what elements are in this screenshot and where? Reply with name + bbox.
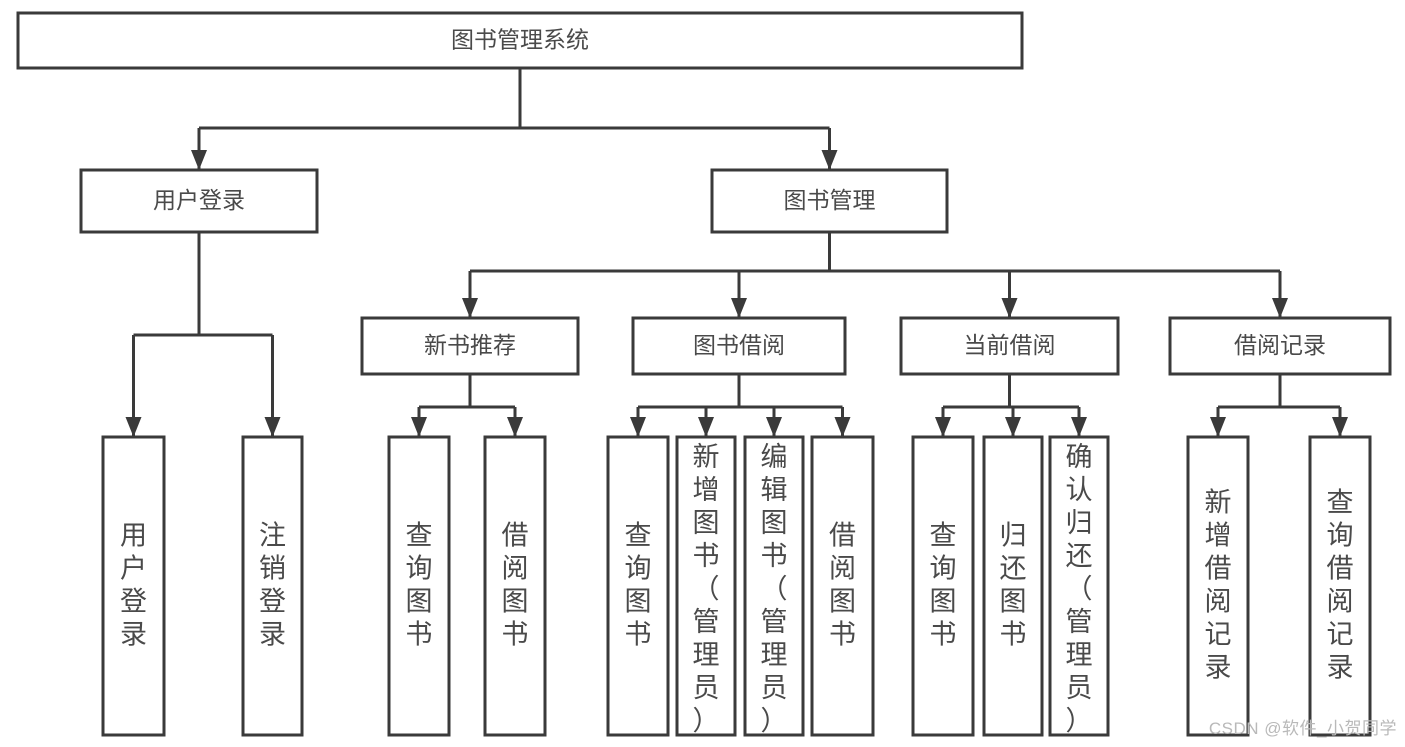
node-box xyxy=(710,168,949,234)
node-label: 查询图书 xyxy=(625,521,652,650)
arrow-head-icon xyxy=(411,417,427,437)
arrow-head-icon xyxy=(834,417,851,437)
node-box xyxy=(899,316,1120,376)
arrow-head-icon xyxy=(1210,417,1226,437)
node-box xyxy=(1186,435,1250,737)
node-leaf_cur3[interactable]: 确认归还（管理员） xyxy=(1048,435,1110,737)
node-label: 借阅图书 xyxy=(502,521,529,650)
arrow-head-icon xyxy=(731,298,747,318)
node-label: 新增借阅记录 xyxy=(1205,488,1232,683)
node-box xyxy=(631,316,847,376)
node-label: 查询图书 xyxy=(930,521,957,650)
node-login[interactable]: 用户登录 xyxy=(79,168,319,234)
node-leaf_bor2[interactable]: 新增图书（管理员） xyxy=(675,435,737,737)
node-box xyxy=(483,435,547,737)
node-label: 用户登录 xyxy=(120,521,147,650)
node-label: 图书管理 xyxy=(784,187,876,213)
node-box xyxy=(1048,435,1110,737)
node-box xyxy=(743,435,805,737)
arrow-head-icon xyxy=(507,417,523,437)
node-box xyxy=(810,435,875,737)
node-box xyxy=(360,316,580,376)
node-box xyxy=(911,435,975,737)
node-leaf_rec1[interactable]: 新增借阅记录 xyxy=(1186,435,1250,737)
node-label: 确认归还（管理员） xyxy=(1066,442,1093,736)
node-box xyxy=(16,11,1024,70)
node-box xyxy=(1168,316,1392,376)
node-box xyxy=(387,435,451,737)
node-label: 编辑图书（管理员） xyxy=(761,442,788,736)
node-box xyxy=(79,168,319,234)
node-label: 新书推荐 xyxy=(424,332,516,358)
node-leaf_new1[interactable]: 查询图书 xyxy=(387,435,451,737)
node-newbook[interactable]: 新书推荐 xyxy=(360,316,580,376)
arrow-head-icon xyxy=(630,417,646,437)
node-label: 借阅图书 xyxy=(829,521,856,650)
node-label: 图书借阅 xyxy=(693,332,785,358)
node-leaf_cur1[interactable]: 查询图书 xyxy=(911,435,975,737)
arrow-head-icon xyxy=(462,298,478,318)
node-leaf_new2[interactable]: 借阅图书 xyxy=(483,435,547,737)
arrow-head-icon xyxy=(821,150,838,170)
diagram-nodes: 图书管理系统用户登录图书管理新书推荐图书借阅当前借阅借阅记录用户登录注销登录查询… xyxy=(16,11,1392,737)
node-label: 用户登录 xyxy=(153,187,245,213)
node-current[interactable]: 当前借阅 xyxy=(899,316,1120,376)
node-label: 查询图书 xyxy=(406,521,433,650)
node-box xyxy=(982,435,1044,737)
node-borrow[interactable]: 图书借阅 xyxy=(631,316,847,376)
node-label: 图书管理系统 xyxy=(451,27,589,53)
node-bookmgmt[interactable]: 图书管理 xyxy=(710,168,949,234)
node-box xyxy=(241,435,304,737)
arrow-head-icon xyxy=(766,417,782,437)
csdn-watermark: CSDN @软件_小贺同学 xyxy=(1208,719,1397,738)
node-label: 当前借阅 xyxy=(964,332,1056,358)
arrow-head-icon xyxy=(264,417,281,437)
arrow-head-icon xyxy=(698,417,714,437)
node-leaf_bor3[interactable]: 编辑图书（管理员） xyxy=(743,435,805,737)
arrow-head-icon xyxy=(1001,298,1018,318)
arrow-head-icon xyxy=(191,150,207,170)
connector-edges xyxy=(125,68,1348,437)
arrow-head-icon xyxy=(1071,417,1087,437)
node-label: 借阅记录 xyxy=(1234,332,1326,358)
node-label: 注销登录 xyxy=(259,521,286,650)
arrow-head-icon xyxy=(1332,417,1348,437)
node-box xyxy=(606,435,670,737)
node-label: 新增图书（管理员） xyxy=(693,442,720,736)
arrow-head-icon xyxy=(935,417,951,437)
node-leaf_rec2[interactable]: 查询借阅记录 xyxy=(1308,435,1372,737)
arrow-head-icon xyxy=(1272,298,1288,318)
node-root[interactable]: 图书管理系统 xyxy=(16,11,1024,70)
node-records[interactable]: 借阅记录 xyxy=(1168,316,1392,376)
node-label: 查询借阅记录 xyxy=(1327,488,1354,683)
arrow-head-icon xyxy=(125,417,142,437)
node-leaf_bor1[interactable]: 查询图书 xyxy=(606,435,670,737)
node-label: 归还图书 xyxy=(1000,521,1027,650)
node-leaf_cur2[interactable]: 归还图书 xyxy=(982,435,1044,737)
node-leaf_login1[interactable]: 用户登录 xyxy=(101,435,166,737)
arrow-head-icon xyxy=(1005,417,1021,437)
node-box xyxy=(101,435,166,737)
node-leaf_bor4[interactable]: 借阅图书 xyxy=(810,435,875,737)
node-box xyxy=(675,435,737,737)
node-leaf_login2[interactable]: 注销登录 xyxy=(241,435,304,737)
node-box xyxy=(1308,435,1372,737)
